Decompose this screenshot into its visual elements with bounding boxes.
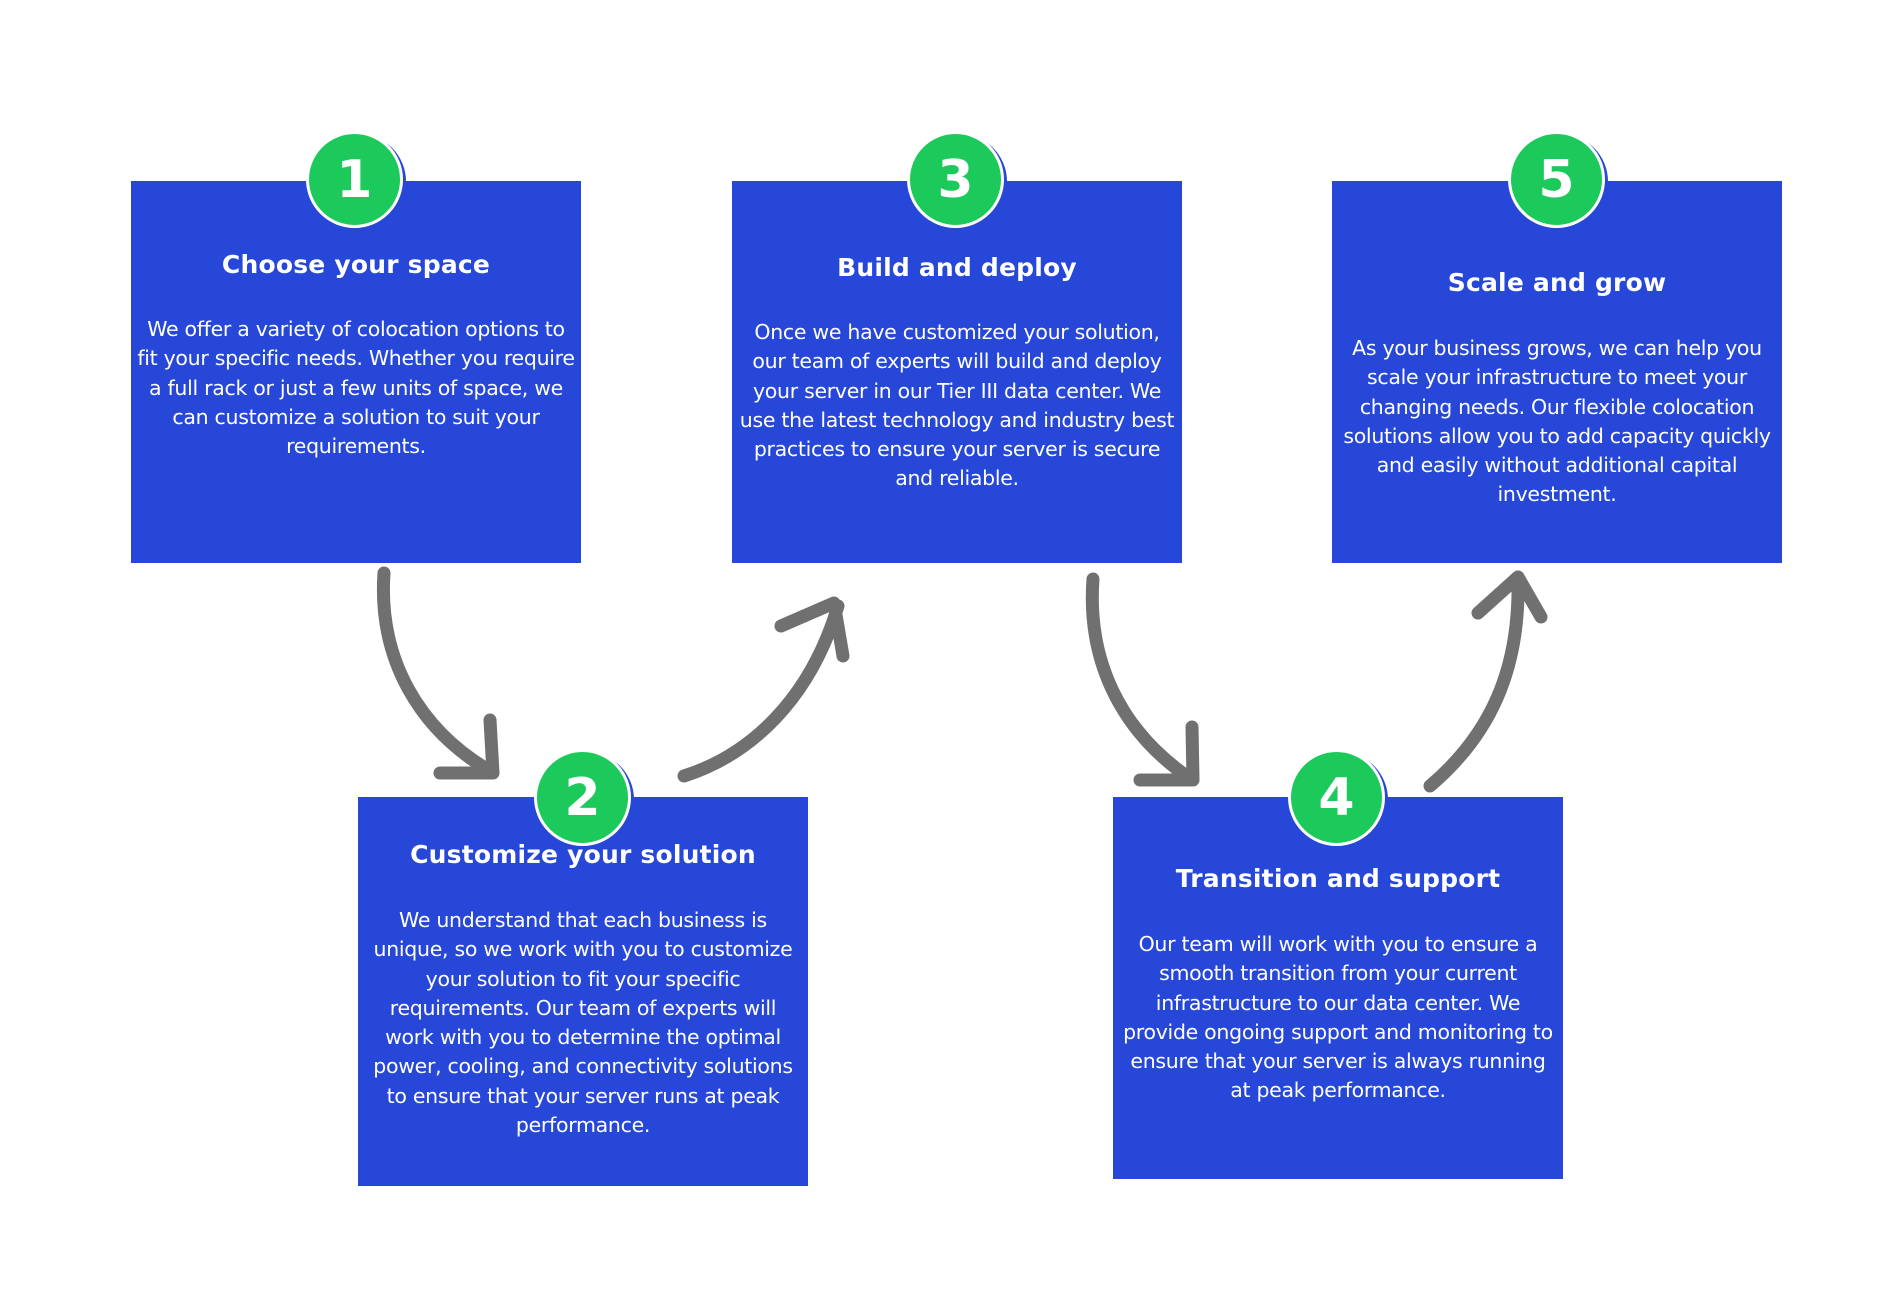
- step-number-badge-2: 2: [534, 749, 631, 846]
- step-title: Choose your space: [221, 250, 491, 279]
- arrow-step3-to-step4: [1085, 572, 1200, 787]
- arrow-step2-to-step3: [677, 596, 850, 783]
- arrow-step4-to-step5: [1423, 570, 1548, 793]
- step-number-badge-1: 1: [306, 131, 403, 228]
- step-number-badge-3: 3: [907, 131, 1004, 228]
- step-title: Transition and support: [1175, 864, 1501, 893]
- step-description: We understand that each business is uniq…: [373, 908, 793, 1138]
- step-card-4: Transition and support Our team will wor…: [1113, 797, 1563, 1179]
- step-number-badge-5: 5: [1508, 131, 1605, 228]
- step-number-badge-4: 4: [1288, 749, 1385, 846]
- step-title: Scale and grow: [1447, 268, 1667, 297]
- step-card-1: Choose your space We offer a variety of …: [131, 181, 581, 563]
- step-description: As your business grows, we can help you …: [1343, 336, 1771, 507]
- step-title: Build and deploy: [837, 253, 1077, 282]
- step-description: We offer a variety of colocation options…: [137, 317, 575, 459]
- step-card-3: Build and deploy Once we have customized…: [732, 181, 1182, 563]
- arrow-step1-to-step2: [376, 566, 500, 780]
- step-card-2: Customize your solution We understand th…: [358, 797, 808, 1186]
- step-description: Once we have customized your solution, o…: [739, 320, 1175, 491]
- step-description: Our team will work with you to ensure a …: [1123, 932, 1553, 1103]
- step-card-5: Scale and grow As your business grows, w…: [1332, 181, 1782, 563]
